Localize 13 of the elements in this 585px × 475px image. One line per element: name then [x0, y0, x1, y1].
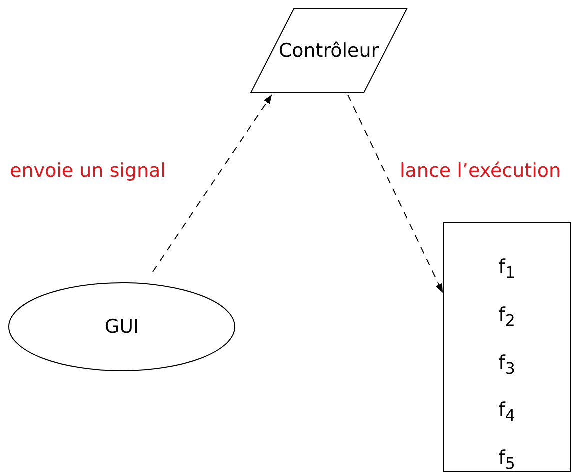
ellipse-node — [8, 282, 236, 372]
node-text: f$_{5}$ — [498, 446, 516, 475]
edge-label: envoie un signal — [10, 160, 166, 182]
arrow — [348, 94, 444, 294]
arrow — [152, 94, 272, 272]
function-list-box — [443, 222, 571, 472]
node-text: Contrôleur — [278, 39, 380, 63]
node-text: f$_{1}$ — [498, 255, 516, 284]
node-text: f$_{4}$ — [498, 398, 516, 428]
parallelogram-node — [250, 8, 408, 94]
node-text: f$_{3}$ — [498, 350, 516, 380]
node-text: GUI — [104, 315, 140, 339]
node-text: f$_{2}$ — [498, 302, 516, 332]
